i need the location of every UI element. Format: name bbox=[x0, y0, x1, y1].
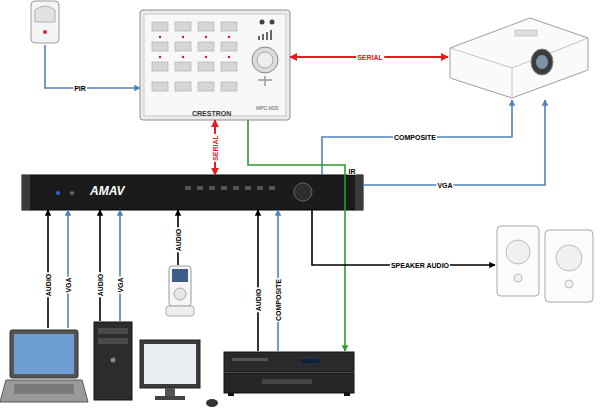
signal-connector bbox=[47, 210, 49, 328]
signal-label: COMPOSITE bbox=[275, 278, 282, 322]
speakers-node bbox=[495, 224, 595, 304]
signal-label: IR bbox=[348, 168, 357, 175]
signal-connector bbox=[322, 100, 512, 175]
device-label: AMAV bbox=[90, 185, 124, 197]
signal-label: AUDIO bbox=[45, 273, 52, 298]
signal-label: VGA bbox=[436, 182, 453, 189]
switcher-illustration bbox=[22, 175, 363, 210]
signal-connector bbox=[119, 210, 121, 321]
pc-tower-illustration bbox=[94, 322, 132, 400]
laptop-illustration bbox=[0, 330, 88, 402]
dvd-vcr-node bbox=[223, 351, 355, 397]
pc-tower-node bbox=[93, 321, 133, 401]
monitor-illustration bbox=[140, 340, 218, 407]
device-label: CRESTRON bbox=[192, 110, 231, 117]
signal-connector bbox=[257, 210, 259, 351]
signal-label: AUDIO bbox=[255, 288, 262, 313]
signal-label: AUDIO bbox=[175, 228, 182, 253]
ipod-illustration bbox=[166, 266, 194, 316]
signal-label: SPEAKER AUDIO bbox=[390, 262, 450, 269]
signal-label: COMPOSITE bbox=[393, 134, 437, 141]
control-panel-illustration bbox=[140, 10, 290, 120]
signal-connector bbox=[312, 210, 495, 265]
signal-connector bbox=[363, 100, 545, 185]
monitor-node bbox=[139, 339, 217, 409]
device-label: MPC-M20 bbox=[256, 106, 279, 111]
switcher-node: AMAV bbox=[22, 175, 363, 210]
signal-label: VGA bbox=[117, 276, 124, 293]
signal-label: PIR bbox=[73, 85, 87, 92]
ipod-node bbox=[165, 265, 195, 317]
pir-sensor-illustration bbox=[31, 1, 59, 43]
signal-connector bbox=[248, 120, 345, 351]
control-panel-node: MPC-M20CRESTRON bbox=[140, 10, 290, 120]
signal-connector bbox=[45, 45, 140, 88]
pir-sensor-node bbox=[30, 0, 60, 45]
signal-label: AUDIO bbox=[97, 273, 104, 298]
signal-connector bbox=[99, 210, 101, 321]
laptop-node bbox=[0, 328, 88, 404]
projector-node bbox=[448, 16, 590, 100]
dvd-vcr-illustration bbox=[224, 352, 354, 396]
speakers-illustration bbox=[497, 226, 593, 302]
signal-connector bbox=[67, 210, 69, 328]
signal-label: SERIAL bbox=[212, 134, 219, 162]
signal-label: SERIAL bbox=[356, 54, 384, 61]
signal-label: VGA bbox=[65, 276, 72, 293]
projector-illustration bbox=[450, 18, 588, 98]
